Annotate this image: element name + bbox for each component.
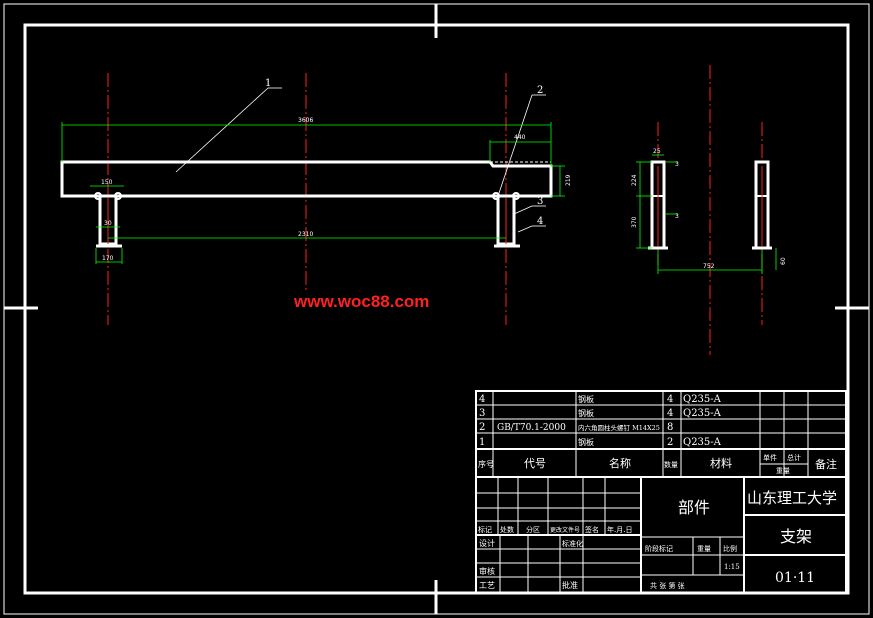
dim-side-foot: 60 [780, 257, 787, 265]
scale-value: 1:15 [724, 563, 740, 571]
front-dimensions [61, 122, 565, 264]
header-mass: 重量 [776, 467, 790, 475]
school-name: 山东理工大学 [747, 489, 837, 507]
balloon-1: 1 [265, 78, 271, 89]
category-text: 部件 [678, 498, 710, 517]
part-no: 4 [479, 394, 485, 405]
part-no: 2 [479, 422, 485, 433]
design-label: 设计 [479, 538, 495, 548]
part-qty: 8 [667, 422, 673, 433]
balloon-3: 3 [537, 196, 543, 207]
dim-side-lower: 370 [631, 216, 638, 228]
revision-labels: 标记 处数 分区 更改文件号 签名 年.月.日 设计 标准化 审核 工艺 批准 [478, 525, 632, 590]
process-label: 工艺 [479, 581, 495, 590]
stage-label: 阶段标记 [645, 544, 673, 553]
rev-label: 签名 [585, 525, 599, 534]
rev-label: 年.月.日 [607, 525, 632, 534]
part-qty: 4 [667, 394, 673, 405]
header-code: 代号 [524, 457, 546, 470]
dim-side-tick-a: 3 [675, 161, 679, 168]
ratio-label: 比例 [723, 544, 737, 553]
dim-side-upper: 224 [631, 174, 638, 186]
parts-list-rows: 4 钢板 4 Q235-A 3 钢板 4 Q235-A 2 GB/T70.1-2… [479, 394, 722, 448]
rev-label: 更改文件号 [550, 526, 580, 534]
part-qty: 2 [667, 437, 673, 448]
parts-row: 3 钢板 4 Q235-A [479, 408, 722, 419]
dim-left-offset: 150 [101, 179, 113, 186]
parts-row: 1 钢板 2 Q235-A [479, 437, 722, 448]
dim-leg-spacing: 2310 [298, 231, 313, 238]
parts-row: 2 GB/T70.1-2000 内六角圆柱头螺钉 M14X25 8 [479, 422, 673, 433]
dim-leg-gap: 30 [104, 220, 112, 227]
rev-label: 分区 [526, 525, 540, 534]
approve-label: 批准 [562, 580, 578, 590]
outer-border [3, 3, 870, 615]
standard-label: 标准化 [562, 539, 583, 548]
part-no: 1 [479, 437, 485, 448]
part-material: Q235-A [683, 408, 722, 419]
sheet-count: 共 张 第 张 [650, 581, 685, 590]
header-material: 材料 [710, 456, 732, 470]
balloon-2: 2 [537, 85, 543, 96]
dim-side-top-small: 25 [653, 148, 661, 155]
dim-foot-width: 170 [102, 255, 114, 262]
part-name: 钢板 [578, 437, 594, 447]
header-remark: 备注 [815, 457, 837, 471]
rev-label: 标记 [478, 525, 492, 534]
part-qty: 4 [667, 408, 673, 419]
drawing-frame [23, 23, 850, 595]
side-dimensions [636, 154, 777, 274]
dim-side-width: 752 [703, 263, 715, 270]
dim-beam-height: 219 [565, 174, 572, 186]
header-unit-a: 单件 [763, 453, 777, 462]
leader-lines [175, 87, 546, 233]
parts-header: 序号 代号 名称 数量 材料 单件 总计 重量 备注 [478, 453, 837, 475]
weight-label: 重量 [697, 545, 711, 553]
side-inner-lines [657, 166, 763, 244]
rev-label: 处数 [500, 525, 514, 534]
part-code: GB/T70.1-2000 [497, 423, 566, 433]
part-material: Q235-A [683, 394, 722, 405]
part-material: Q235-A [683, 437, 722, 448]
title-block-grid [475, 476, 847, 594]
drawing-name: 支架 [780, 527, 812, 546]
header-qty: 数量 [664, 460, 678, 469]
drawing-number: 01·11 [775, 570, 815, 586]
header-no: 序号 [478, 459, 494, 469]
header-unit-b: 总计 [787, 453, 801, 462]
dim-overall-length: 3606 [298, 117, 313, 124]
dim-right-segment: 440 [514, 134, 526, 141]
dim-side-tick-b: 3 [675, 213, 679, 220]
header-name: 名称 [609, 456, 631, 470]
balloon-4: 4 [537, 216, 543, 227]
part-name: 钢板 [578, 394, 594, 404]
centering-marks [4, 4, 869, 614]
parts-row: 4 钢板 4 Q235-A [479, 394, 722, 405]
part-name: 钢板 [578, 408, 594, 418]
part-name: 内六角圆柱头螺钉 M14X25 [578, 423, 660, 432]
check-label: 审核 [479, 566, 495, 576]
part-no: 3 [479, 408, 485, 419]
watermark-text: www.woc88.com [293, 292, 429, 311]
